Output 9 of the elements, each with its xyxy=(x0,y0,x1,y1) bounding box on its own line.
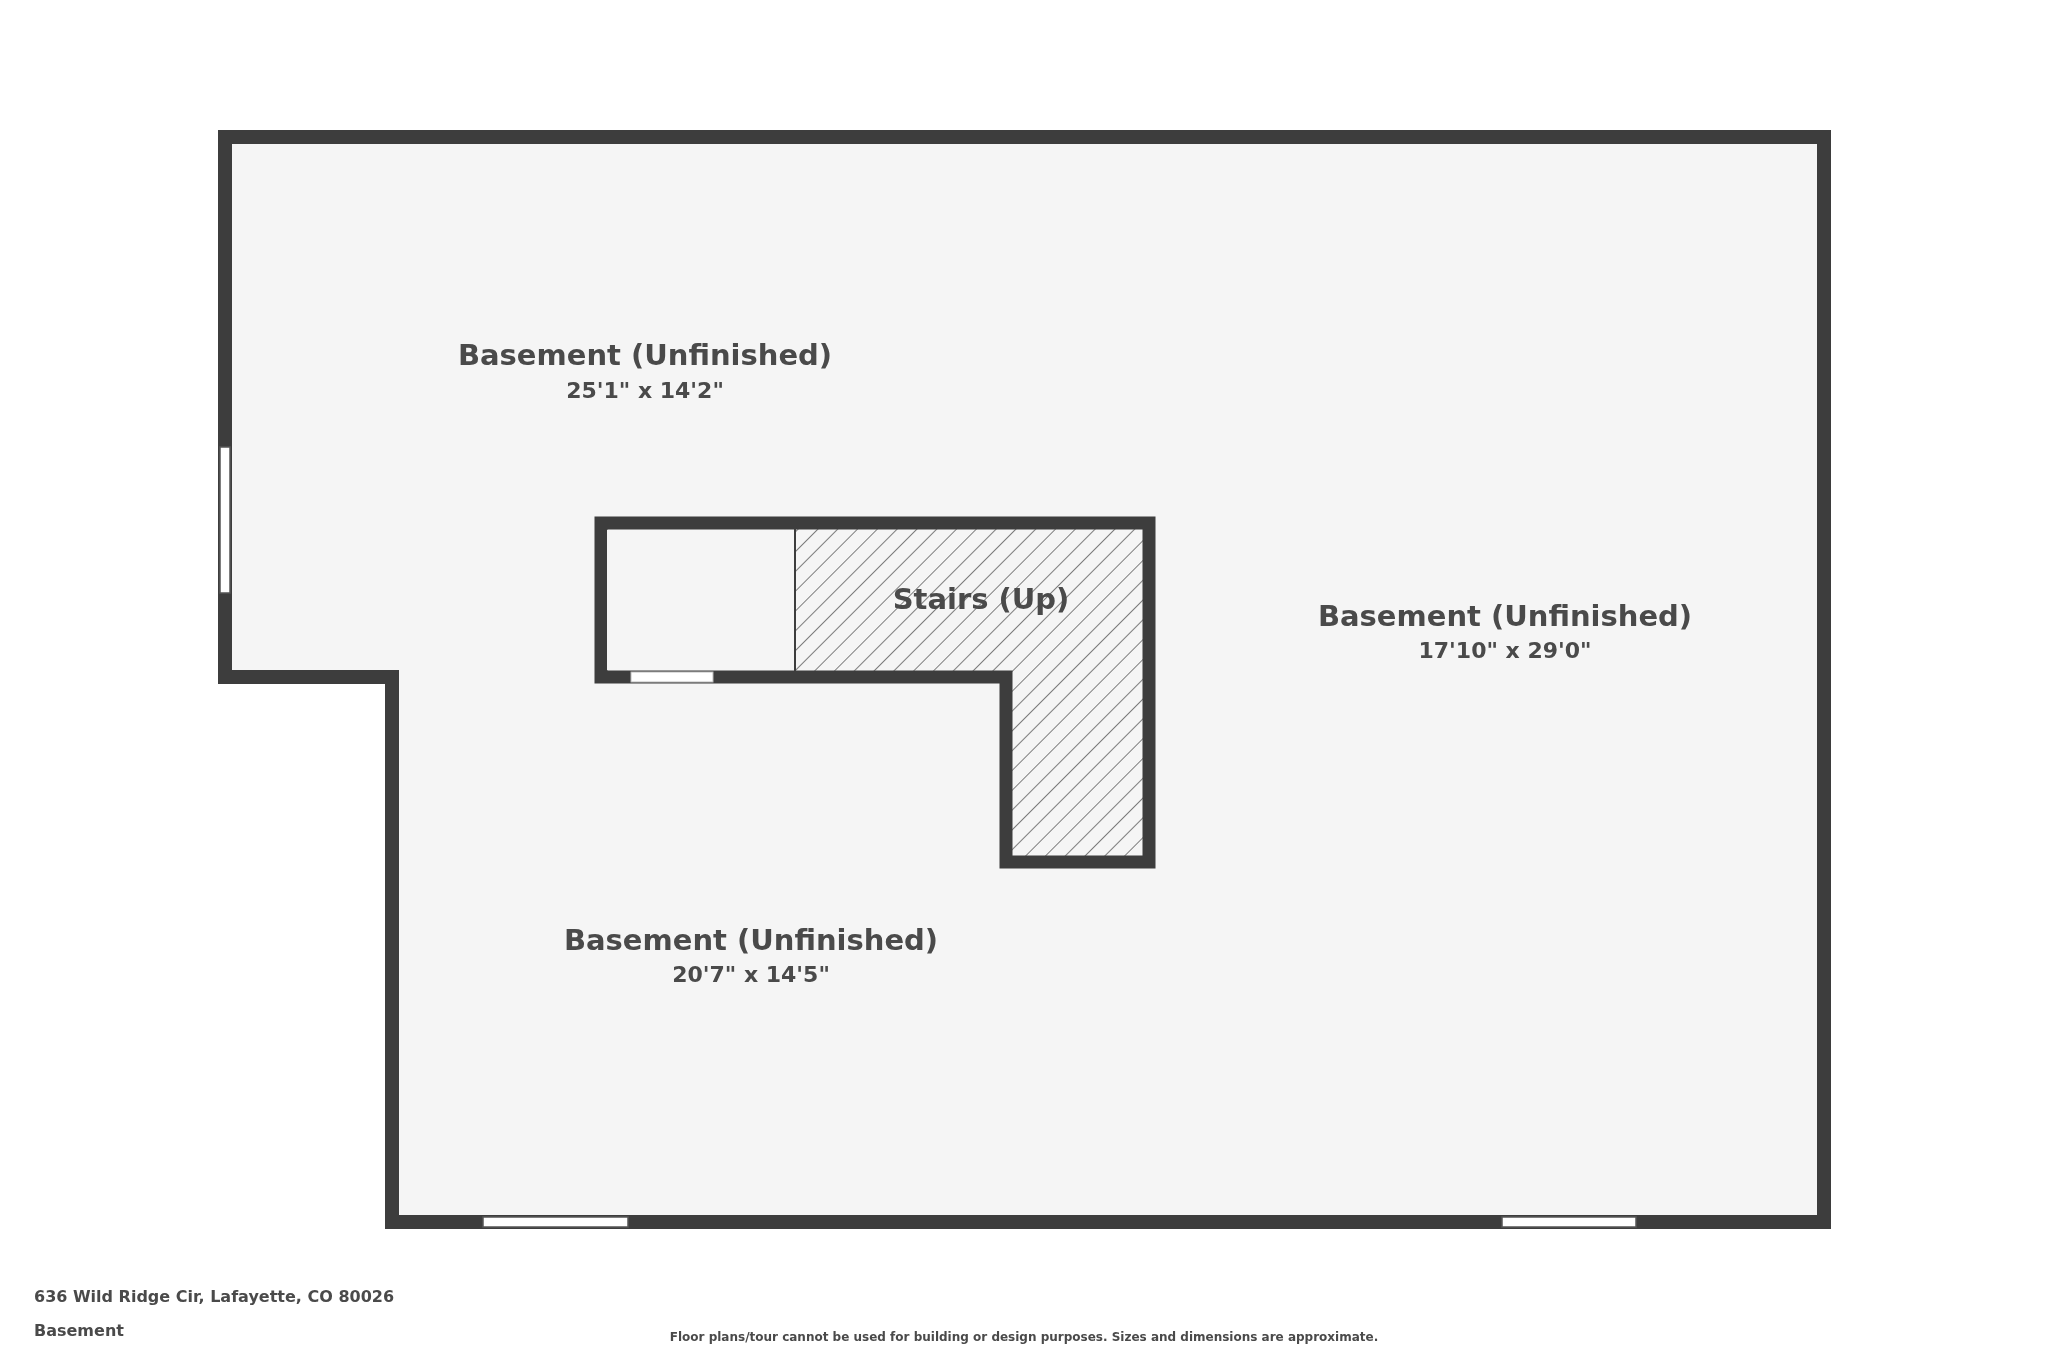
room-dimensions: 17'10" x 29'0" xyxy=(1418,637,1592,663)
room-name: Basement (Unfinished) xyxy=(563,923,939,957)
room-name: Basement (Unfinished) xyxy=(457,338,833,372)
address-text: 636 Wild Ridge Cir, Lafayette, CO 80026 xyxy=(34,1287,395,1306)
disclaimer-text: Floor plans/tour cannot be used for building or design purposes. Sizes and dimensions are approximate. xyxy=(669,1330,1379,1344)
room-name: Basement (Unfinished) xyxy=(1317,599,1693,633)
room-dimensions: 20'7" x 14'5" xyxy=(672,961,830,987)
floor-name: Basement xyxy=(34,1321,124,1340)
room-dimensions: 25'1" x 14'2" xyxy=(566,377,724,403)
